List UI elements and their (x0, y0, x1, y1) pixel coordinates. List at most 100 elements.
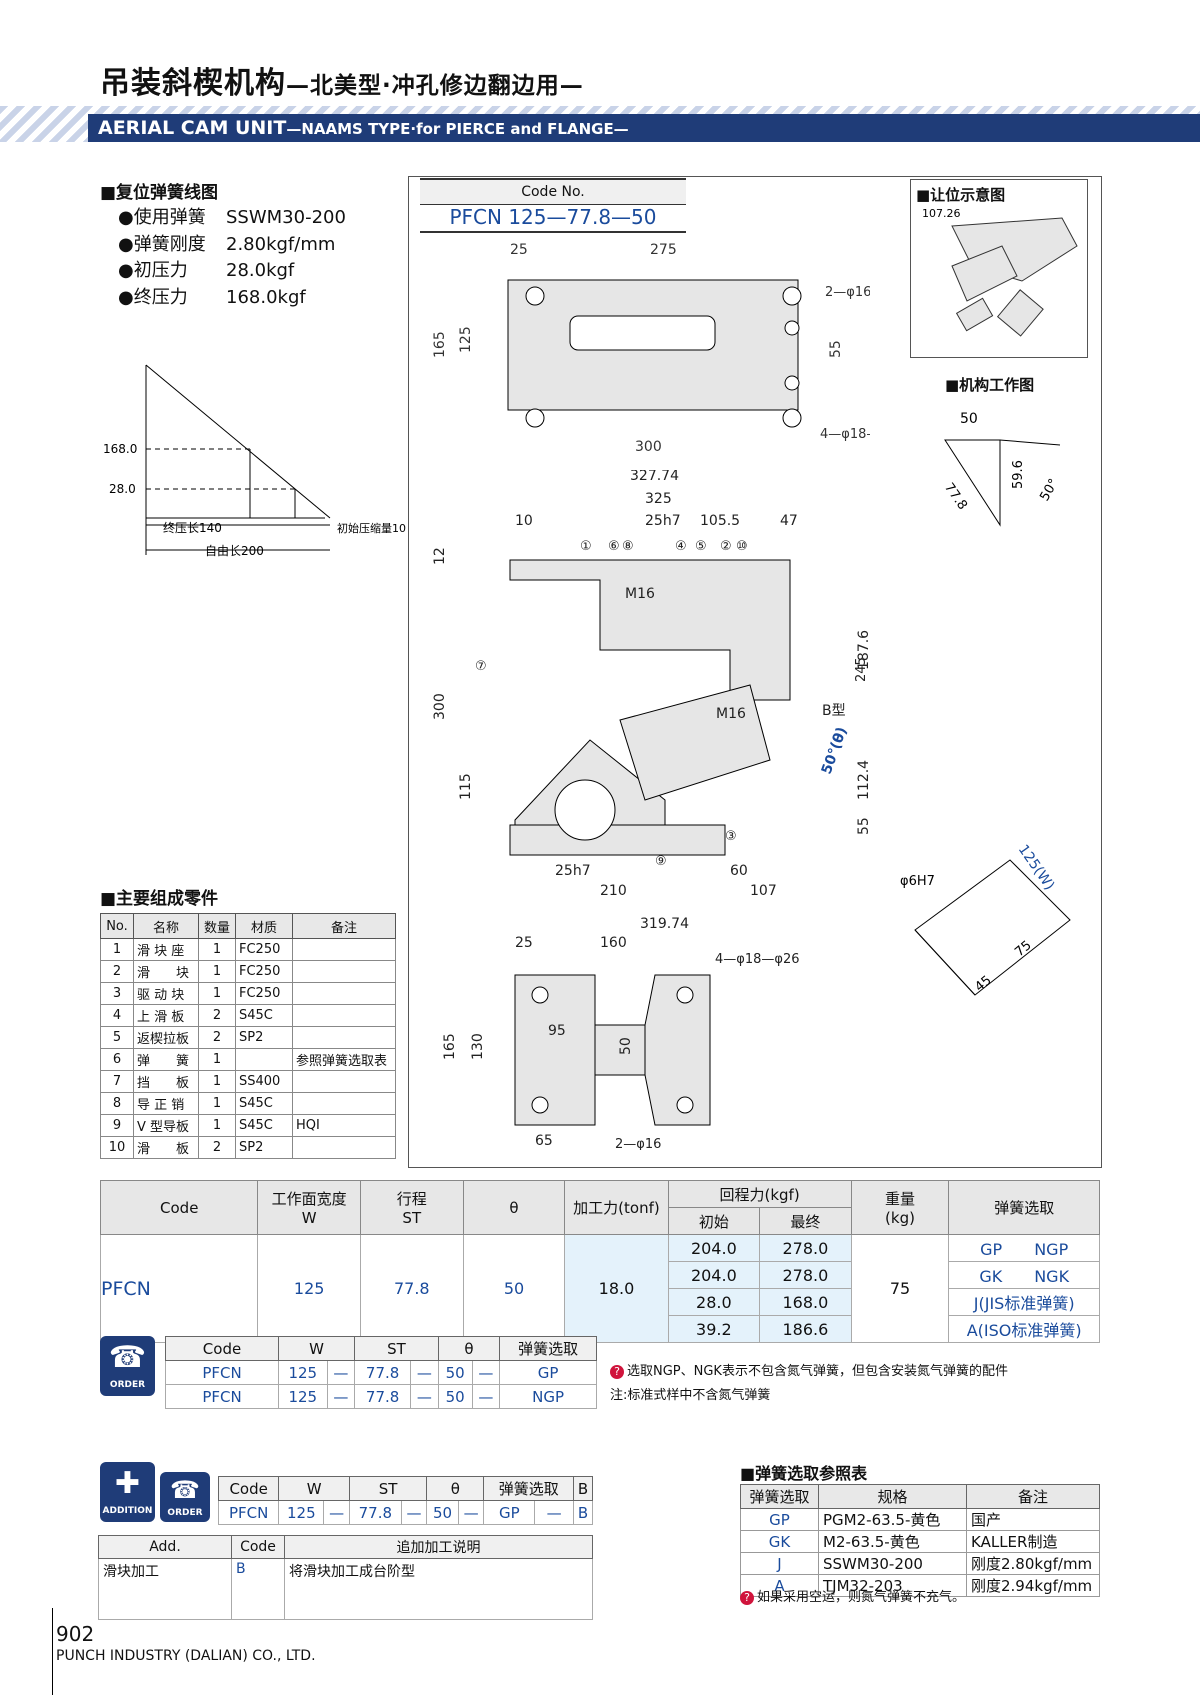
svg-text:⑩: ⑩ (736, 539, 748, 554)
svg-text:2—φ16: 2—φ16 (825, 285, 870, 300)
svg-text:165: 165 (442, 1033, 458, 1060)
clearance-diagram (910, 179, 1088, 358)
svg-text:130: 130 (470, 1033, 486, 1060)
parts-title: ■主要组成零件 (100, 889, 219, 909)
svg-text:187.6: 187.6 (856, 630, 870, 670)
order-note-2: 注:标准式样中不含氮气弹簧 (610, 1388, 771, 1403)
svg-text:50°(θ): 50°(θ) (819, 725, 851, 776)
svg-text:2—φ16: 2—φ16 (615, 1137, 661, 1150)
svg-text:④: ④ (675, 539, 687, 554)
work-diagram-title: ■机构工作图 (945, 376, 1035, 394)
svg-text:φ6H7: φ6H7 (900, 874, 935, 889)
title-bar: AERIAL CAM UNIT—NAAMS TYPE·for PIERCE an… (88, 114, 1200, 142)
svg-text:⑨: ⑨ (655, 854, 667, 869)
order-phone-icon: ☎ORDER (100, 1336, 155, 1396)
clearance-title: ■让位示意图 (916, 186, 1006, 204)
svg-text:160: 160 (600, 935, 627, 951)
svg-text:③: ③ (725, 829, 737, 844)
svg-text:②: ② (720, 539, 732, 554)
drawing-frame (408, 176, 1102, 1168)
front-view-drawing: 327.74 325 10 25h7 105.5 47 12 M16 M16 B… (432, 470, 870, 932)
svg-text:210: 210 (600, 883, 627, 899)
svg-text:105.5: 105.5 (700, 513, 740, 529)
svg-text:①: ① (580, 539, 592, 554)
svg-text:25h7: 25h7 (645, 513, 681, 529)
svg-text:自由长200: 自由长200 (205, 544, 264, 558)
svg-text:B型: B型 (822, 703, 846, 719)
svg-text:65: 65 (535, 1133, 553, 1149)
svg-text:25: 25 (515, 935, 533, 951)
svg-text:325: 325 (645, 491, 672, 507)
company-name: PUNCH INDUSTRY (DALIAN) CO., LTD. (56, 1648, 316, 1664)
work-diagram: 50 77.8 59.6 50° (941, 411, 1062, 527)
svg-text:55: 55 (856, 817, 870, 835)
svg-text:10: 10 (515, 513, 533, 529)
svg-text:319.74: 319.74 (640, 916, 689, 932)
svg-text:4—φ18—φ26: 4—φ18—φ26 (715, 952, 800, 967)
top-view-drawing: 25 275 2—φ16 165 125 55 300 4—φ18—φ26 (432, 242, 870, 455)
svg-text:47: 47 (780, 513, 798, 529)
svg-text:300: 300 (635, 439, 662, 455)
svg-text:⑥: ⑥ (608, 539, 620, 554)
svg-text:终压长140: 终压长140 (163, 520, 222, 535)
spring-ref-title: ■弹簧选取参照表 (740, 1464, 868, 1483)
svg-text:⑧: ⑧ (622, 539, 634, 554)
page-number: 902 (56, 1622, 95, 1646)
svg-text:245: 245 (854, 657, 869, 682)
page-title: 吊装斜楔机构—北美型·冲孔修边翻边用— (100, 66, 584, 101)
svg-text:M16: M16 (625, 586, 655, 602)
svg-text:50: 50 (960, 411, 978, 427)
svg-text:77.8: 77.8 (941, 480, 970, 512)
svg-text:115: 115 (458, 773, 474, 800)
svg-text:125: 125 (458, 326, 474, 353)
svg-text:107.26: 107.26 (922, 207, 961, 220)
svg-text:⑤: ⑤ (695, 539, 707, 554)
spring-ref-note: ?如果采用空运，则氮气弹簧不充气。 (740, 1586, 965, 1605)
width-diagram: φ6H7 125(W) 75 45 (900, 842, 1071, 996)
svg-text:25: 25 (510, 242, 528, 258)
svg-text:327.74: 327.74 (630, 470, 679, 484)
svg-text:12: 12 (432, 547, 448, 565)
svg-text:60: 60 (730, 863, 748, 879)
svg-text:275: 275 (650, 242, 677, 258)
svg-text:M16: M16 (716, 706, 746, 722)
spring-graph: 168.0 28.0 终压长140 初始压缩量10 自由长200 (103, 364, 406, 558)
addition-plus-icon: ✚ADDITION (100, 1462, 155, 1522)
svg-text:55: 55 (828, 340, 844, 358)
svg-text:4—φ18—φ26: 4—φ18—φ26 (820, 427, 870, 442)
svg-text:28.0: 28.0 (109, 482, 136, 496)
addition-order-icon: ☎ORDER (160, 1472, 210, 1522)
svg-text:⑦: ⑦ (475, 659, 487, 674)
bottom-view-drawing: 25 160 4—φ18—φ26 95 50 165 130 65 2—φ16 (442, 935, 800, 1150)
code-no-header: Code No. (420, 178, 686, 205)
footer-rule (52, 1608, 53, 1695)
order-note-1: ?选取NGP、NGK表示不包含氮气弹簧，但包含安装氮气弹簧的配件 (610, 1360, 1008, 1379)
svg-text:107: 107 (750, 883, 777, 899)
clearance-sketch: 107.26 (922, 207, 1078, 337)
svg-text:50: 50 (618, 1037, 634, 1055)
svg-text:初始压缩量10: 初始压缩量10 (337, 521, 406, 535)
code-no-value: PFCN 125—77.8—50 (420, 204, 686, 233)
svg-text:59.6: 59.6 (1011, 460, 1026, 489)
svg-text:300: 300 (432, 693, 448, 720)
spring-section-title: ■复位弹簧线图 (100, 183, 219, 203)
svg-text:168.0: 168.0 (103, 442, 137, 456)
svg-text:165: 165 (432, 331, 448, 358)
